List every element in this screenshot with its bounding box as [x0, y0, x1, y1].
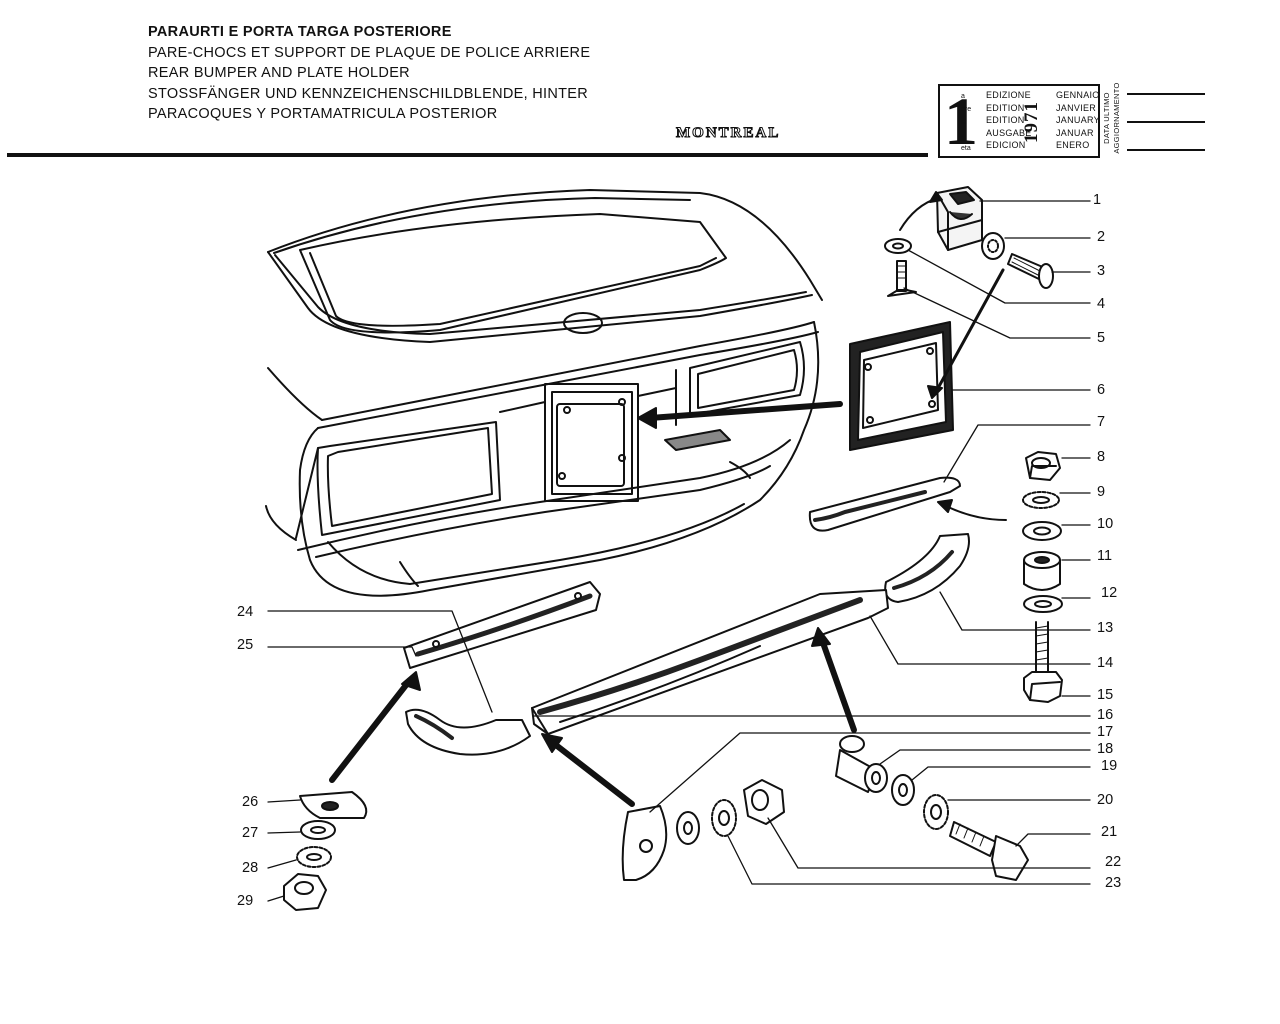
- title-es: PARACOQUES Y PORTAMATRICULA POSTERIOR: [148, 106, 498, 122]
- edition-month: JANVIER: [1056, 102, 1097, 113]
- callout-number: 18: [1097, 741, 1114, 757]
- callout-number: 20: [1097, 792, 1114, 808]
- callout-number: 7: [1097, 414, 1106, 430]
- part-27-washer: [300, 820, 336, 840]
- leader-lines: [267, 200, 1091, 902]
- callout-number: 26: [242, 794, 259, 810]
- edition-suffix: .: [961, 132, 963, 139]
- edition-label: EDITION: [986, 102, 1025, 113]
- part-17-washer: [676, 811, 700, 845]
- callout-number: 17: [1097, 724, 1114, 740]
- callout-number: 16: [1097, 707, 1114, 723]
- part-29-nut: [283, 873, 327, 911]
- part-22-nut: [743, 779, 785, 825]
- edition-month: ENERO: [1056, 140, 1090, 150]
- part-2-star-washer: [981, 232, 1005, 260]
- callout-number: 13: [1097, 620, 1114, 636]
- callout-number: 28: [242, 860, 259, 876]
- callout-number: 9: [1097, 484, 1106, 500]
- callout-number: 23: [1105, 875, 1122, 891]
- part-4-washer: [884, 238, 912, 254]
- callout-number: 1: [1093, 192, 1102, 208]
- part-20-star-washer: [923, 794, 949, 830]
- part-19-washer: [891, 774, 915, 806]
- part-7-rubber-strip: [808, 476, 961, 532]
- update-line: [1127, 149, 1205, 151]
- part-24-bumper-section: [403, 581, 601, 669]
- callout-number: 2: [1097, 229, 1106, 245]
- title-en: REAR BUMPER AND PLATE HOLDER: [148, 65, 410, 81]
- model-name: MONTREAL: [675, 125, 781, 142]
- callout-number: 24: [237, 604, 254, 620]
- header-rule: [7, 153, 928, 157]
- part-23-star-washer: [711, 799, 737, 837]
- callout-number: 10: [1097, 516, 1114, 532]
- edition-label: AUSGABE: [986, 127, 1032, 138]
- edition-month: GENNAIO: [1056, 90, 1100, 100]
- part-5-screw: [887, 260, 917, 297]
- part-21-bolt: [949, 821, 1029, 881]
- callout-number: 22: [1105, 854, 1122, 870]
- edition-suffix: a: [961, 93, 965, 100]
- part-11-spacer: [1023, 551, 1061, 591]
- callout-number: 12: [1101, 585, 1118, 601]
- callout-number: 5: [1097, 330, 1106, 346]
- edition-labels: EDIZIONE EDITION EDITION AUSGABE EDICION: [986, 89, 1032, 152]
- part-6-plate-holder: [849, 321, 954, 451]
- page-titles: PARAURTI E PORTA TARGA POSTERIORE PARE-C…: [148, 22, 590, 125]
- callout-number: 27: [242, 825, 259, 841]
- part-10-washer: [1022, 521, 1062, 541]
- part-3-screw: [1007, 253, 1054, 289]
- edition-label: EDICION: [986, 140, 1026, 150]
- callout-number: 4: [1097, 296, 1106, 312]
- part-28-star-washer: [296, 846, 332, 868]
- update-line: [1127, 93, 1205, 95]
- edition-number: 1: [944, 83, 978, 159]
- callout-number: 19: [1101, 758, 1118, 774]
- part-13-bracket: [884, 533, 970, 603]
- callout-number: 14: [1097, 655, 1114, 671]
- callout-number: 25: [237, 637, 254, 653]
- edition-suffix: ere: [961, 106, 972, 113]
- title-de: STOSSFÄNGER UND KENNZEICHENSCHILDBLENDE,…: [148, 85, 589, 102]
- part-8-nut: [1025, 451, 1061, 481]
- edition-month: JANUARY: [1056, 115, 1100, 125]
- edition-suffix: eta: [961, 145, 971, 152]
- part-14-main-bumper: [531, 589, 889, 735]
- part-16-end-piece: [405, 708, 531, 756]
- callout-number: 21: [1101, 824, 1118, 840]
- callout-number: 15: [1097, 687, 1114, 703]
- callout-number: 6: [1097, 382, 1106, 398]
- edition-suffix: st: [961, 119, 967, 126]
- edition-months: GENNAIO JANVIER JANUARY JANUAR ENERO: [1056, 89, 1100, 152]
- update-line: [1127, 121, 1205, 123]
- part-18-spacer-tube: [835, 735, 888, 793]
- callout-number: 8: [1097, 449, 1106, 465]
- edition-label: EDIZIONE: [986, 90, 1031, 100]
- title-fr: PARE-CHOCS ET SUPPORT DE PLAQUE DE POLIC…: [148, 44, 591, 61]
- part-16-bracket: [621, 805, 668, 881]
- edition-stamp: 1 a ere st . eta EDIZIONE EDITION EDITIO…: [938, 84, 1100, 158]
- callout-number: 11: [1097, 548, 1113, 564]
- title-it: PARAURTI E PORTA TARGA POSTERIORE: [148, 24, 452, 40]
- edition-label: EDITION: [986, 115, 1025, 125]
- part-12-washer: [1023, 595, 1063, 613]
- callout-number: 3: [1097, 263, 1106, 279]
- edition-month: JANUAR: [1056, 127, 1094, 138]
- callout-number: 29: [237, 893, 254, 909]
- assembly-arrows: [329, 191, 1007, 807]
- part-15-bolt: [1023, 621, 1063, 703]
- part-9-star-washer: [1022, 491, 1060, 509]
- part-1-bracket: [936, 186, 983, 251]
- car-rear-body: [265, 189, 823, 597]
